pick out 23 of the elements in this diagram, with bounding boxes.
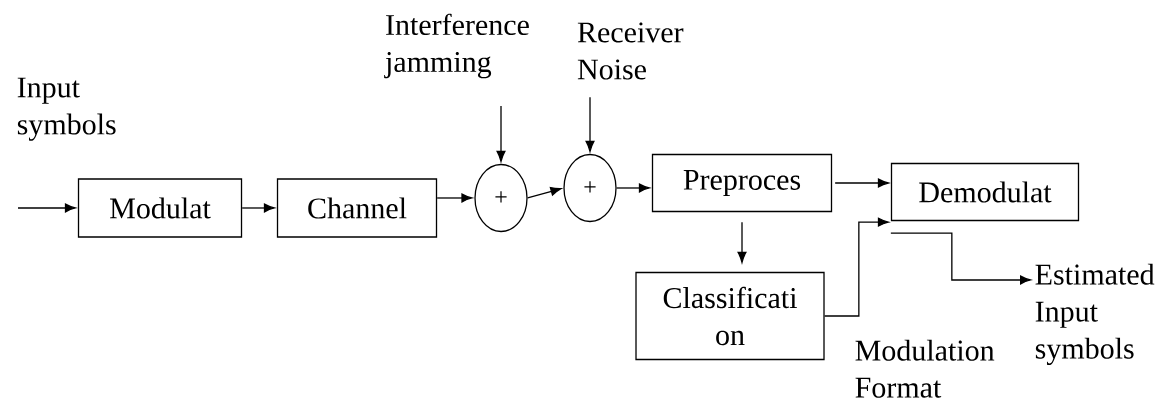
signal-text: Interference jamming bbox=[384, 13, 529, 79]
arrow bbox=[436, 193, 473, 203]
arrow bbox=[496, 105, 506, 162]
arrow bbox=[585, 96, 595, 152]
arrow bbox=[737, 221, 747, 263]
summing-junction: + bbox=[474, 163, 528, 233]
output-text: Estimated Input symbols bbox=[1035, 263, 1155, 365]
signal-text: Receiver Noise bbox=[577, 22, 684, 80]
summing-junction: + bbox=[563, 153, 617, 223]
process-box: Demodulat bbox=[890, 162, 1080, 222]
arrow bbox=[241, 203, 275, 213]
signal-label: Input symbols bbox=[17, 77, 116, 141]
arrow bbox=[890, 232, 1032, 285]
process-box: Preproces bbox=[651, 153, 833, 213]
arrow bbox=[17, 203, 76, 213]
arrow bbox=[527, 186, 562, 199]
process-box: Classificati on bbox=[635, 271, 825, 361]
arrow bbox=[824, 217, 889, 317]
process-box: Channel bbox=[276, 178, 438, 238]
arrow bbox=[616, 183, 650, 193]
process-box: Modulat bbox=[77, 178, 243, 238]
arrow bbox=[834, 178, 889, 188]
signal-label: Modulation Format bbox=[855, 339, 995, 398]
